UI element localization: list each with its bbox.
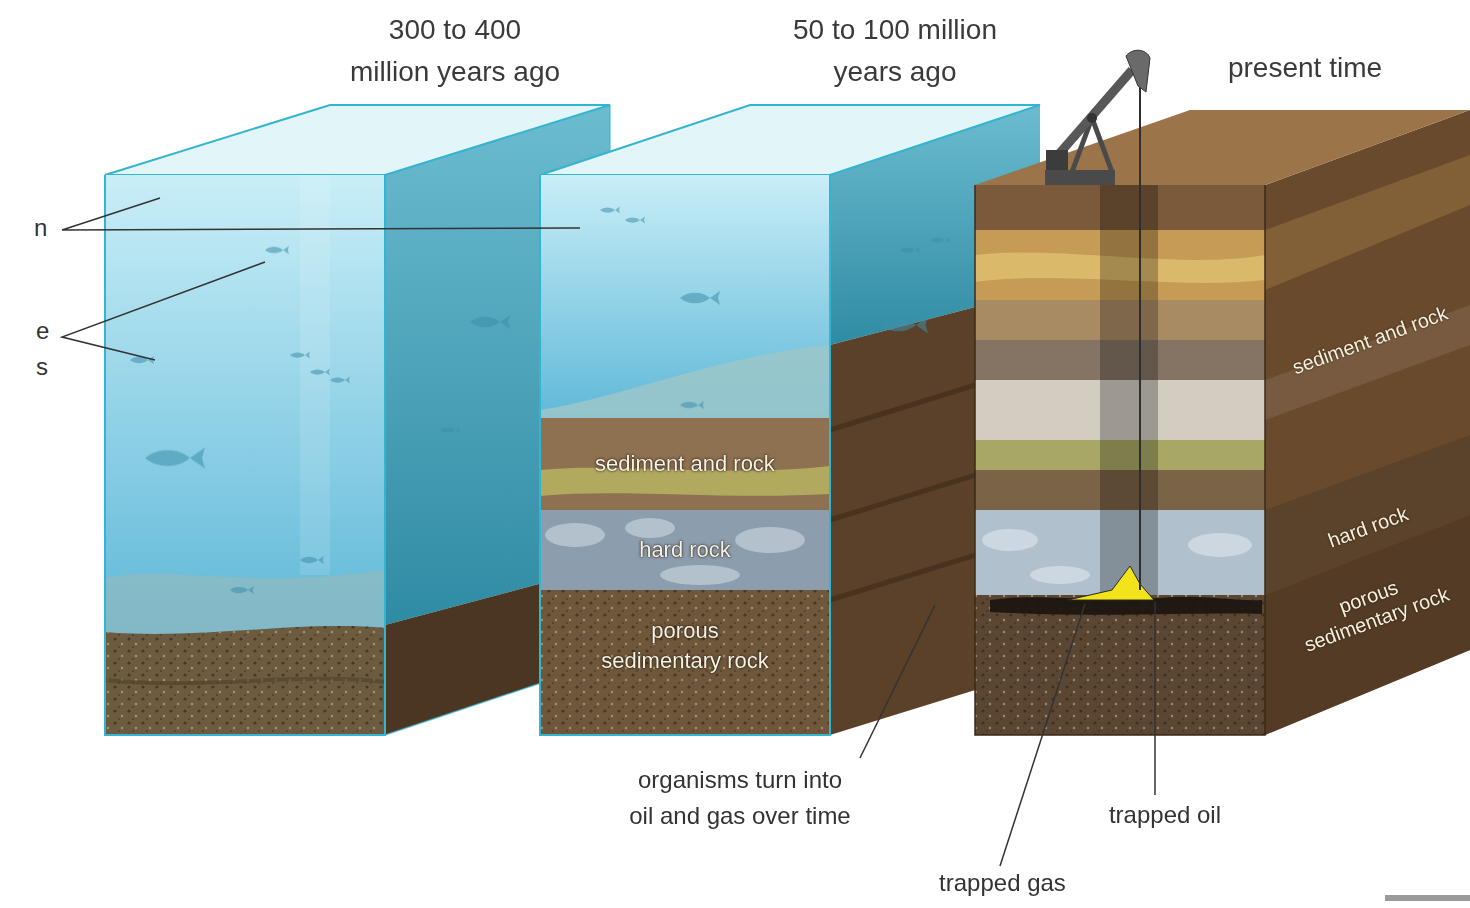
time-block: present time: [975, 5, 1470, 735]
period-heading: present time: [1195, 47, 1415, 89]
period-heading: 300 to 400 million years ago: [347, 9, 563, 93]
cropped-label: n: [34, 213, 56, 243]
time-block: 50 to 100 million years ago sediment and …: [540, 5, 1040, 735]
scale-bar: [1385, 895, 1470, 901]
rock-layer: porous sedimentary rock: [540, 590, 830, 735]
layer-name: hard rock: [555, 535, 815, 565]
callout-label: trapped gas: [915, 868, 1090, 898]
rock-layer: sediment and rock: [540, 418, 830, 510]
time-block: 300 to 400 million years ago: [105, 5, 610, 735]
layer-name: porous sedimentary rock: [595, 616, 775, 676]
callout-label: trapped oil: [1080, 800, 1250, 830]
layer-name: sediment and rock: [555, 449, 815, 479]
rock-layer: hard rock: [540, 510, 830, 590]
period-heading: 50 to 100 million years ago: [787, 9, 1003, 93]
callout-label: organisms turn into oil and gas over tim…: [626, 762, 854, 834]
cropped-label: s: [36, 352, 58, 382]
cropped-label: e: [36, 316, 58, 346]
